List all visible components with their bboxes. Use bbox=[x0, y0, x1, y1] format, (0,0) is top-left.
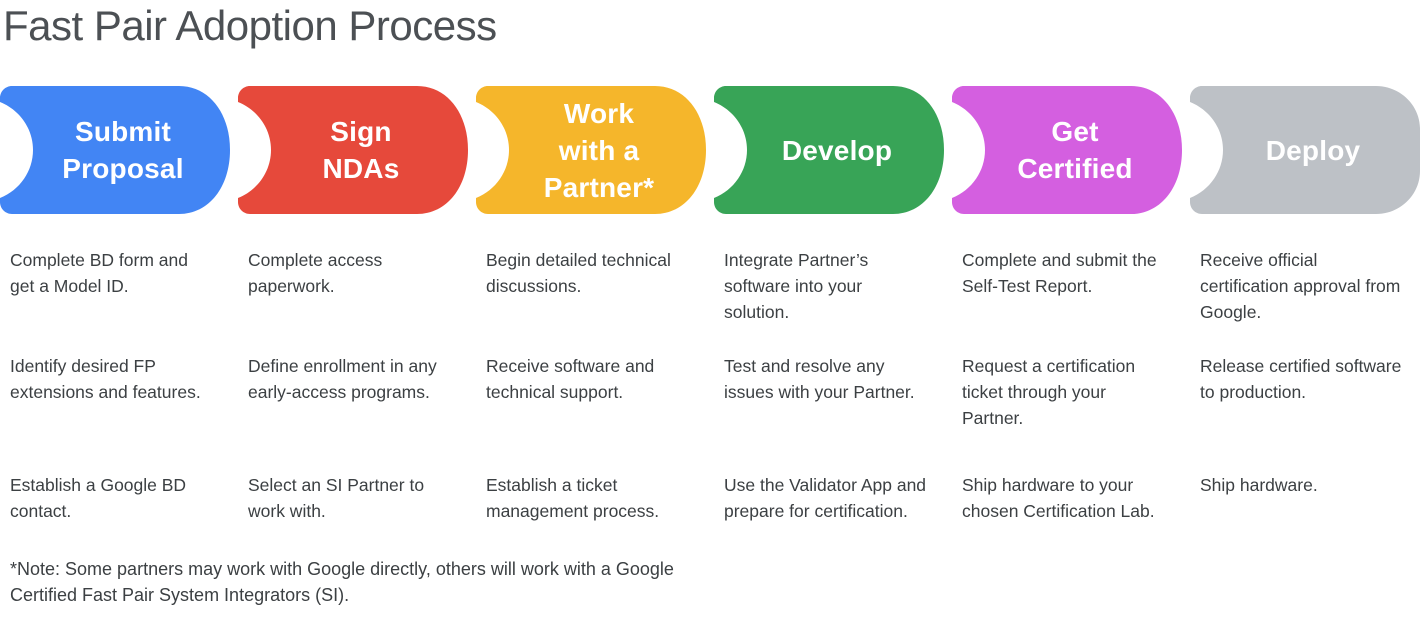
stage-note: Complete BD form and get a Model ID. bbox=[10, 250, 188, 296]
stage-deploy: Deploy Receive official certification ap… bbox=[1190, 86, 1420, 524]
stage-note: Ship hardware. bbox=[1200, 475, 1318, 495]
stage-work-with-a-partner-shape: Work with a Partner* bbox=[476, 86, 706, 214]
stage-shape-path bbox=[238, 86, 468, 214]
stage-note: Release certified software to production… bbox=[1200, 356, 1402, 402]
stage-note: Integrate Partner’s software into your s… bbox=[724, 250, 869, 322]
stage-shape-path bbox=[476, 86, 706, 214]
stage-get-certified: Get Certified Complete and submit the Se… bbox=[952, 86, 1182, 524]
stage-note: Test and resolve any issues with your Pa… bbox=[724, 356, 915, 402]
stage-submit-proposal: Submit Proposal Complete BD form and get… bbox=[0, 86, 230, 524]
stage-sign-ndas: Sign NDAs Complete access paperwork. Def… bbox=[238, 86, 468, 524]
stage-note: Identify desired FP extensions and featu… bbox=[10, 356, 201, 402]
stage-work-with-a-partner: Work with a Partner* Begin detailed tech… bbox=[476, 86, 706, 524]
stage-note: Use the Validator App and prepare for ce… bbox=[724, 475, 927, 521]
chevron-pill-shape bbox=[714, 86, 944, 214]
stage-title: Sign NDAs bbox=[322, 116, 400, 184]
stage-note: Establish a ticket management process. bbox=[486, 475, 660, 521]
chevron-pill-shape bbox=[0, 86, 230, 214]
end-pill-shape bbox=[1190, 86, 1420, 214]
footnote: *Note: Some partners may work with Googl… bbox=[10, 559, 674, 605]
stage-shape-path bbox=[0, 86, 230, 214]
stage-develop-shape: Develop bbox=[714, 86, 944, 214]
chevron-pill-shape bbox=[952, 86, 1182, 214]
stage-shape-path bbox=[714, 86, 944, 214]
page-title: Fast Pair Adoption Process bbox=[3, 2, 497, 49]
stage-develop: Develop Integrate Partner’s software int… bbox=[714, 86, 944, 524]
stage-note: Define enrollment in any early-access pr… bbox=[248, 356, 437, 402]
stage-title: Get Certified bbox=[1017, 116, 1133, 184]
stage-note: Select an SI Partner to work with. bbox=[248, 475, 425, 521]
stage-note: Request a certification ticket through y… bbox=[962, 356, 1136, 428]
stage-shape-path bbox=[1190, 86, 1420, 214]
stage-deploy-shape: Deploy bbox=[1190, 86, 1420, 214]
stage-title: Deploy bbox=[1265, 134, 1361, 166]
stage-submit-proposal-shape: Submit Proposal bbox=[0, 86, 230, 214]
stage-title: Submit Proposal bbox=[62, 116, 184, 184]
chevron-pill-shape bbox=[476, 86, 706, 214]
stage-note: Receive software and technical support. bbox=[486, 356, 655, 402]
stage-sign-ndas-shape: Sign NDAs bbox=[238, 86, 468, 214]
stage-note: Receive official certification approval … bbox=[1200, 250, 1401, 322]
stage-title: Develop bbox=[781, 134, 893, 166]
process-stages-row: Submit Proposal Complete BD form and get… bbox=[0, 86, 1423, 524]
stage-note: Begin detailed technical discussions. bbox=[486, 250, 671, 296]
stage-get-certified-shape: Get Certified bbox=[952, 86, 1182, 214]
stage-note: Ship hardware to your chosen Certificati… bbox=[962, 475, 1155, 521]
stage-note: Complete and submit the Self-Test Report… bbox=[962, 250, 1157, 296]
stage-note: Complete access paperwork. bbox=[248, 250, 383, 296]
stage-title: Work with a Partner* bbox=[543, 97, 655, 203]
chevron-pill-shape bbox=[238, 86, 468, 214]
stage-note: Establish a Google BD contact. bbox=[10, 475, 187, 521]
stage-shape-path bbox=[952, 86, 1182, 214]
